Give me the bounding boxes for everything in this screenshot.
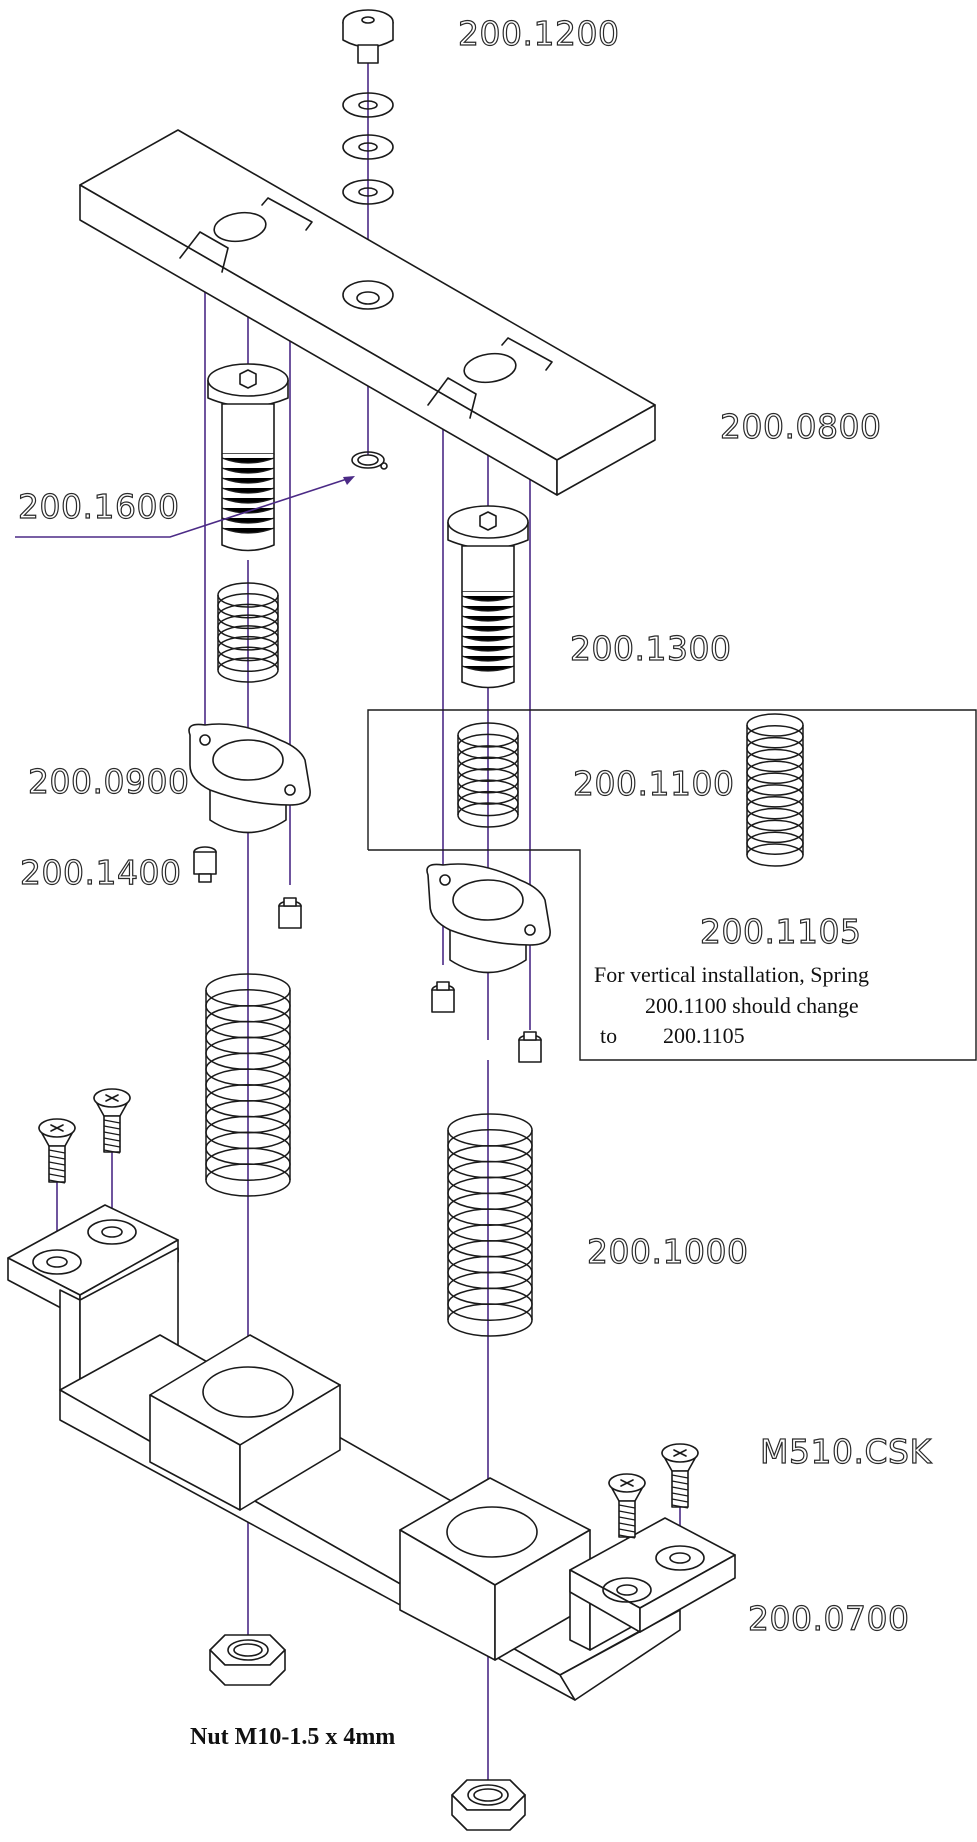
left-short-spring (217, 582, 279, 683)
countersink-screws (38, 1088, 699, 1539)
right-flange-bushing (426, 863, 551, 974)
label-200-1200: 200.1200 (458, 14, 619, 53)
hex-nuts (209, 1634, 526, 1831)
label-200-1300: 200.1300 (570, 629, 731, 668)
note-box (367, 709, 977, 1061)
part-number-labels: 200.1200 200.0800 200.1600 200.1300 200.… (17, 13, 932, 1638)
right-long-spring (447, 1113, 533, 1337)
callout-leaders (15, 476, 355, 538)
label-200-1400: 200.1400 (20, 853, 181, 892)
label-200-1600: 200.1600 (18, 487, 179, 526)
top-bar-part (79, 129, 656, 496)
hex-nut-right (451, 1779, 526, 1831)
label-m510-csk: M510.CSK (760, 1432, 932, 1471)
label-200-1000: 200.1000 (587, 1232, 748, 1271)
note-line-1: For vertical installation, Spring (594, 962, 869, 987)
nut-label: Nut M10-1.5 x 4mm (190, 1724, 395, 1750)
small-cap-screws (193, 846, 542, 1063)
label-200-0800: 200.0800 (720, 407, 881, 446)
hex-nut-left (209, 1634, 286, 1686)
left-shoulder-screw (207, 363, 289, 552)
base-bracket-part (7, 1204, 736, 1701)
installation-note: For vertical installation, Spring 200.11… (594, 962, 869, 1048)
left-flange-bushing (188, 723, 311, 834)
label-200-0900: 200.0900 (28, 762, 189, 801)
note-line-3-prefix: to (600, 1023, 617, 1048)
alternate-spring-200-1105 (746, 713, 804, 867)
label-200-1105: 200.1105 (700, 912, 861, 951)
note-line-3-value: 200.1105 (663, 1023, 745, 1048)
label-200-0700: 200.0700 (748, 1599, 909, 1638)
note-line-2: 200.1100 should change (645, 993, 859, 1018)
retaining-ring-part (351, 451, 388, 470)
right-short-spring (457, 722, 519, 828)
top-screw-part (342, 9, 394, 205)
label-200-1100: 200.1100 (573, 764, 734, 803)
right-shoulder-screw (447, 505, 529, 689)
left-long-spring (205, 973, 291, 1197)
